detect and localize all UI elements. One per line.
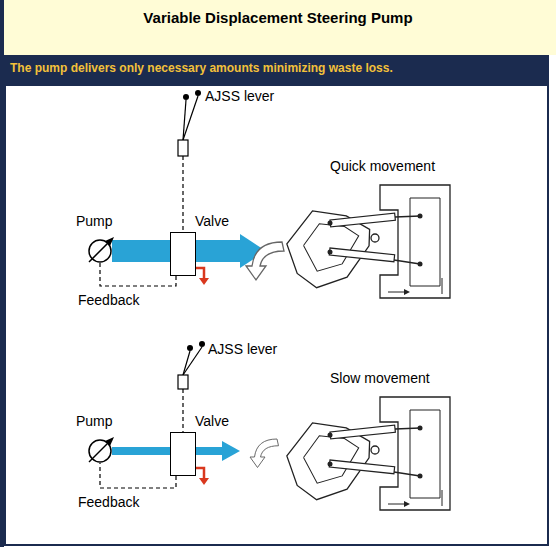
flow-arrow bbox=[196, 441, 240, 461]
drawing-part bbox=[178, 375, 188, 389]
turn-arrow bbox=[250, 439, 279, 468]
pump-label: Pump bbox=[76, 413, 113, 429]
drawing-part bbox=[222, 441, 240, 461]
banner-band: The pump delivers only necessary amounts… bbox=[4, 55, 549, 85]
drawing-part bbox=[196, 447, 222, 455]
feedback-label: Feedback bbox=[78, 292, 139, 308]
pump-circle bbox=[88, 239, 112, 263]
feedback-label: Feedback bbox=[78, 494, 139, 510]
drawing-part bbox=[183, 94, 189, 100]
drawing-part bbox=[199, 278, 209, 285]
valve-label: Valve bbox=[195, 413, 229, 429]
drawing-part bbox=[281, 397, 450, 510]
title-band bbox=[0, 0, 556, 55]
drawing-part bbox=[199, 478, 209, 485]
oil-flow-line bbox=[112, 240, 170, 262]
title: Variable Displacement Steering Pump bbox=[0, 9, 556, 26]
pump-symbol: Pump bbox=[88, 439, 112, 463]
drawing-part bbox=[196, 268, 204, 278]
drawing-part bbox=[199, 341, 205, 347]
lever-label: AJSS lever bbox=[205, 88, 274, 104]
panel bbox=[5, 85, 548, 545]
pump-symbol: Pump bbox=[88, 239, 112, 263]
drain-arrow bbox=[196, 268, 209, 285]
feedback-line bbox=[100, 263, 176, 286]
drawing-part bbox=[182, 156, 183, 232]
drain-arrow bbox=[196, 468, 209, 485]
drawing-part bbox=[178, 140, 188, 156]
valve-label: Valve bbox=[195, 213, 229, 229]
pump-label: Pump bbox=[76, 213, 113, 229]
drawing-part bbox=[195, 90, 201, 96]
drawing-part bbox=[196, 468, 204, 478]
movement-label: Quick movement bbox=[330, 158, 435, 174]
banner-text: The pump delivers only necessary amounts… bbox=[10, 61, 543, 76]
lever-label: AJSS lever bbox=[208, 341, 277, 357]
drawing-part bbox=[187, 345, 193, 351]
pump-circle bbox=[88, 439, 112, 463]
ajss-lever bbox=[178, 90, 201, 232]
turn-arrow bbox=[246, 242, 284, 280]
drawing-part bbox=[196, 240, 240, 262]
drawing-part bbox=[183, 347, 202, 375]
drawing-part bbox=[281, 185, 450, 298]
valve-box: Valve bbox=[170, 232, 196, 276]
drawing-part bbox=[182, 389, 183, 432]
oil-flow-line bbox=[112, 447, 170, 455]
feedback-line bbox=[100, 463, 176, 488]
movement-label: Slow movement bbox=[330, 370, 430, 386]
drawing-part bbox=[183, 351, 190, 375]
drawing-part bbox=[183, 96, 198, 140]
valve-box: Valve bbox=[170, 432, 196, 476]
